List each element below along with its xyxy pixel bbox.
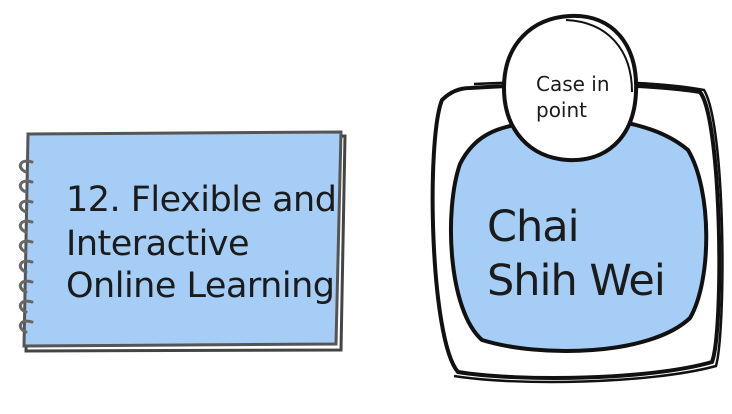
spiral-ring: [18, 259, 34, 274]
notebook-body: [22, 130, 343, 348]
case-name-line-1: Chai: [487, 202, 580, 252]
notebook-title-line-2: Interactive: [66, 224, 250, 264]
outer-rounded-frame: [430, 82, 722, 380]
case-study-group: [430, 13, 724, 384]
spiral-ring: [18, 319, 34, 334]
spiral-ring: [18, 179, 34, 194]
case-badge-circle: [501, 13, 639, 163]
spiral-ring: [18, 159, 34, 174]
notebook-title-line-1: 12. Flexible and: [66, 180, 337, 220]
case-badge-line-2: point: [536, 98, 588, 122]
notebook-spiral-rings: [18, 159, 34, 334]
spiral-ring: [18, 219, 34, 234]
case-name-line-2: Shih Wei: [487, 256, 666, 306]
case-badge-line-1: Case in: [536, 72, 610, 96]
spiral-ring: [18, 279, 34, 294]
case-badge-sketch: [565, 19, 633, 93]
spiral-ring: [18, 299, 34, 314]
spiral-ring: [18, 199, 34, 214]
notebook-title-line-3: Online Learning: [66, 266, 335, 306]
name-blob: [448, 116, 709, 353]
spiral-ring: [18, 239, 34, 254]
notebook-card: [18, 130, 347, 353]
